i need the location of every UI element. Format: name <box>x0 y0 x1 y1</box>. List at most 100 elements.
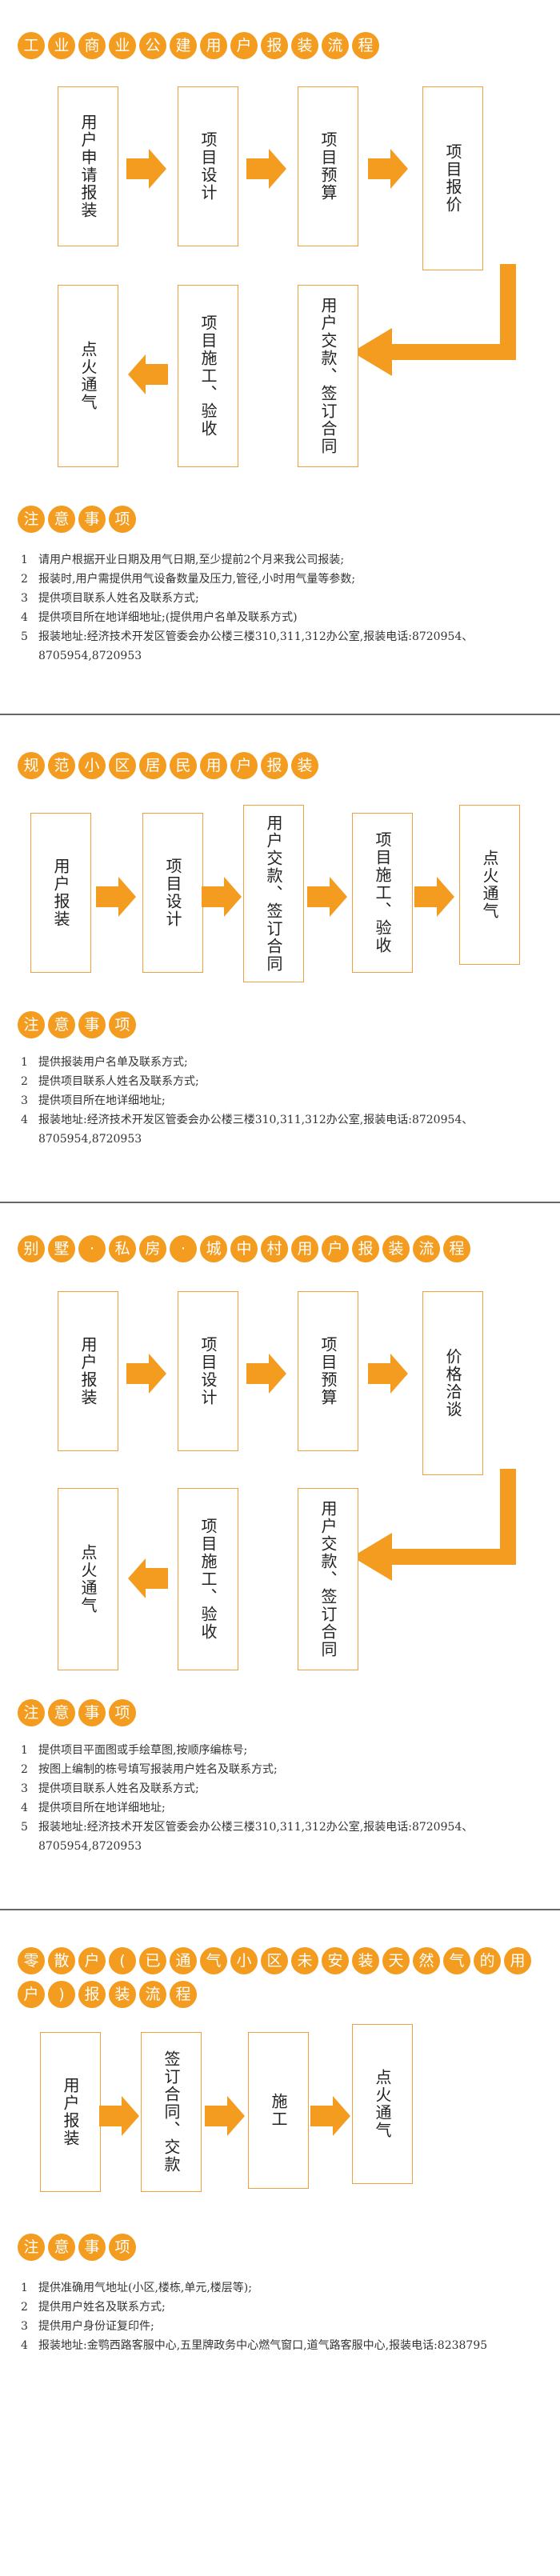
arrow-left-icon <box>128 1558 168 1598</box>
title-char-circle: 装 <box>291 752 318 779</box>
flow-box: 用户申请报装 <box>58 86 118 246</box>
title-char-circle: 项 <box>109 1699 136 1726</box>
note-text: 报装地址:金鹗西路客服中心,五里牌政务中心燃气窗口,道气路客服中心,报装电话:8… <box>38 2339 488 2352</box>
title-char-circle: 小 <box>78 752 106 779</box>
note-number: 2 <box>21 2301 28 2314</box>
title-char-circle: 区 <box>109 752 136 779</box>
note-number: 2 <box>21 1075 28 1088</box>
title-char-circle: 程 <box>443 1235 470 1262</box>
note-number: 1 <box>21 2282 28 2294</box>
flow-box: 点火通气 <box>459 805 520 965</box>
title-char-circle: 居 <box>139 752 166 779</box>
title-char-circle: 项 <box>109 506 136 533</box>
title-char-circle: 报 <box>261 752 288 779</box>
flow-box: 项目施工、验收 <box>352 813 413 973</box>
title-char-circle: 业 <box>109 32 136 59</box>
arrow-right-icon <box>202 877 242 917</box>
flow-box: 项目设计 <box>178 1291 238 1451</box>
title-char-circle: 民 <box>170 752 197 779</box>
flow-box: 项目设计 <box>178 86 238 246</box>
title-char-circle: 用 <box>504 1947 531 1974</box>
flow-box: 项目施工、验收 <box>178 285 238 467</box>
title-char-circle: 的 <box>474 1947 501 1974</box>
section-title: 工业商业公建用户报装流程 <box>18 32 546 66</box>
title-char-circle: 已 <box>139 1947 166 1974</box>
arrow-right-icon <box>368 149 408 189</box>
title-char-circle: 报 <box>78 1981 106 2008</box>
flow-box: 签订合同、交款 <box>141 2032 202 2192</box>
note-number: 5 <box>21 630 28 643</box>
arrow-right-icon <box>96 877 136 917</box>
arrow-right-icon <box>126 149 166 189</box>
title-char-circle: 装 <box>382 1235 410 1262</box>
note-item: 2 提供用户姓名及联系方式; <box>21 2298 533 2317</box>
flow-box: 点火通气 <box>58 285 118 467</box>
note-text: 报装时,用户需提供用气设备数量及压力,管径,小时用气量等参数; <box>38 573 356 586</box>
notes-title: 注意事项 <box>18 506 139 539</box>
title-char-circle: 事 <box>78 506 106 533</box>
title-char-circle: 意 <box>48 1011 75 1038</box>
note-text: 报装地址:经济技术开发区管委会办公楼三楼310,311,312办公室,报装电话:… <box>38 1114 474 1146</box>
flow-box: 点火通气 <box>58 1488 118 1670</box>
arrow-right-icon <box>368 1354 408 1394</box>
title-char-circle: 村 <box>261 1235 288 1262</box>
title-char-circle: 墅 <box>48 1235 75 1262</box>
title-char-circle: 意 <box>48 506 75 533</box>
title-char-circle: 户 <box>230 32 258 59</box>
title-char-circle: 报 <box>261 32 288 59</box>
divider <box>0 1909 560 1910</box>
note-text: 提供项目所在地详细地址; <box>38 1802 166 1814</box>
title-char-circle: 气 <box>200 1947 227 1974</box>
flow-box: 用户交款、签订合同 <box>298 285 358 467</box>
title-char-circle: · <box>78 1235 106 1262</box>
flow-box: 用户报装 <box>40 2032 101 2192</box>
section-title: 别墅·私房·城中村用户报装流程 <box>18 1235 546 1269</box>
flow-box: 用户交款、签订合同 <box>243 805 304 982</box>
arrow-right-icon <box>246 149 286 189</box>
title-char-circle: ( <box>109 1947 136 1974</box>
title-char-circle: 别 <box>18 1235 45 1262</box>
title-char-circle: 流 <box>413 1235 440 1262</box>
notes-title: 注意事项 <box>18 2234 139 2267</box>
title-char-circle: 私 <box>109 1235 136 1262</box>
title-char-circle: 注 <box>18 2234 45 2261</box>
arrow-right-icon <box>310 2096 350 2136</box>
title-char-circle: 程 <box>352 32 379 59</box>
arrow-right-icon <box>307 877 347 917</box>
title-char-circle: 项 <box>109 2234 136 2261</box>
title-char-circle: 建 <box>170 32 197 59</box>
title-char-circle: 装 <box>109 1981 136 2008</box>
title-char-circle: 事 <box>78 2234 106 2261</box>
flow-box: 施工 <box>248 2032 309 2189</box>
note-text: 提供项目联系人姓名及联系方式; <box>38 592 199 605</box>
title-char-circle: 户 <box>230 752 258 779</box>
flow-box: 用户报装 <box>58 1291 118 1451</box>
note-number: 2 <box>21 1763 28 1776</box>
arrow-right-icon <box>99 2096 139 2136</box>
title-char-circle: 流 <box>322 32 349 59</box>
flow-box: 价格洽谈 <box>422 1291 483 1475</box>
notes-title: 注意事项 <box>18 1699 139 1733</box>
note-text: 提供项目联系人姓名及联系方式; <box>38 1782 199 1795</box>
elbow-arrow-icon <box>352 1469 516 1581</box>
note-number: 4 <box>21 1114 28 1126</box>
note-text: 提供用户姓名及联系方式; <box>38 2301 166 2314</box>
flow-box: 点火通气 <box>352 2024 413 2184</box>
title-char-circle: 城 <box>200 1235 227 1262</box>
title-char-circle: · <box>170 1235 197 1262</box>
note-text: 报装地址:经济技术开发区管委会办公楼三楼310,311,312办公室,报装电话:… <box>38 1821 474 1853</box>
